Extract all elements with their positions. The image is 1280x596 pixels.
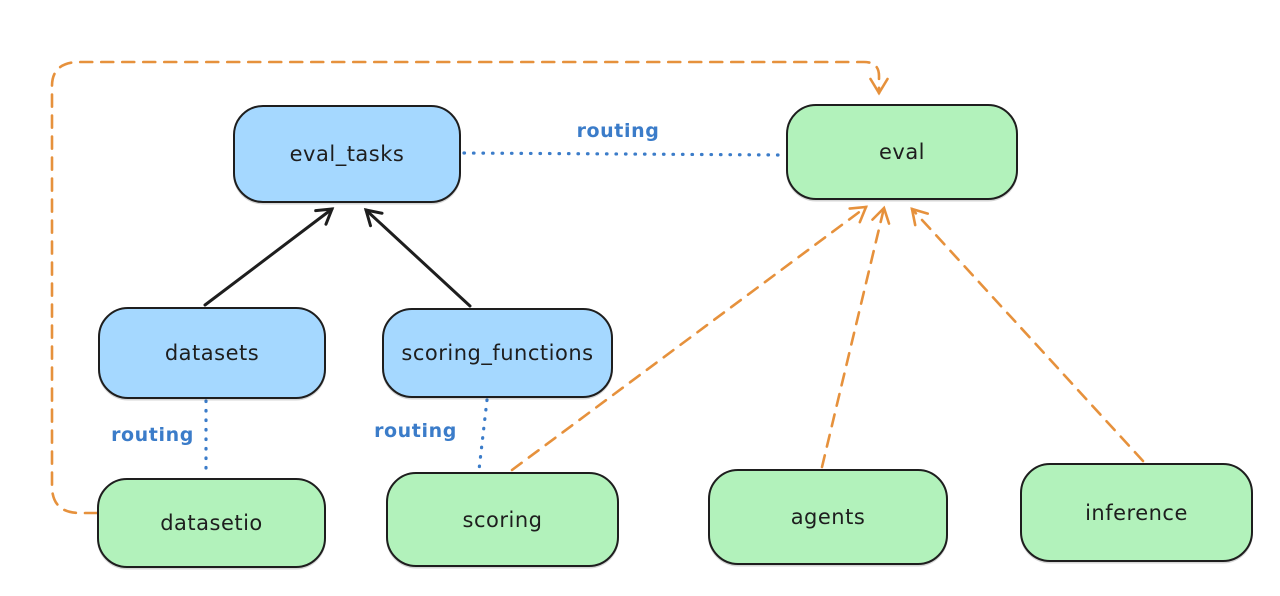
edge-label-routing-scoring-functions-scoring: routing [374,420,457,442]
node-scoring: scoring [386,472,619,567]
node-datasets: datasets [98,307,326,399]
edge-scoring-functions-to-eval-tasks [363,208,472,308]
node-eval-tasks: eval_tasks [233,105,461,203]
node-eval: eval [786,104,1018,200]
node-datasetio-label: datasetio [160,511,263,535]
edge-agents-to-eval [820,205,891,469]
node-scoring-label: scoring [462,507,543,532]
edge-eval-tasks-to-eval-routing [462,151,785,157]
node-inference: inference [1020,463,1253,562]
node-agents-label: agents [790,505,866,529]
node-datasetio: datasetio [97,478,326,568]
node-agents: agents [708,469,948,565]
edge-datasets-to-eval-tasks [203,207,335,307]
node-scoring-functions-label: scoring_functions [401,341,594,365]
node-inference-label: inference [1085,500,1188,525]
node-scoring-functions: scoring_functions [382,308,613,398]
node-eval-tasks-label: eval_tasks [289,142,405,166]
node-datasets-label: datasets [164,341,260,365]
edge-scoring-functions-to-scoring-routing [477,398,489,472]
node-eval-label: eval [878,140,926,164]
edge-label-routing-eval-tasks-eval: routing [576,120,660,142]
edge-scoring-to-eval [510,205,869,472]
edge-inference-to-eval [910,207,1145,463]
edge-label-routing-datasets-datasetio: routing [111,424,194,446]
